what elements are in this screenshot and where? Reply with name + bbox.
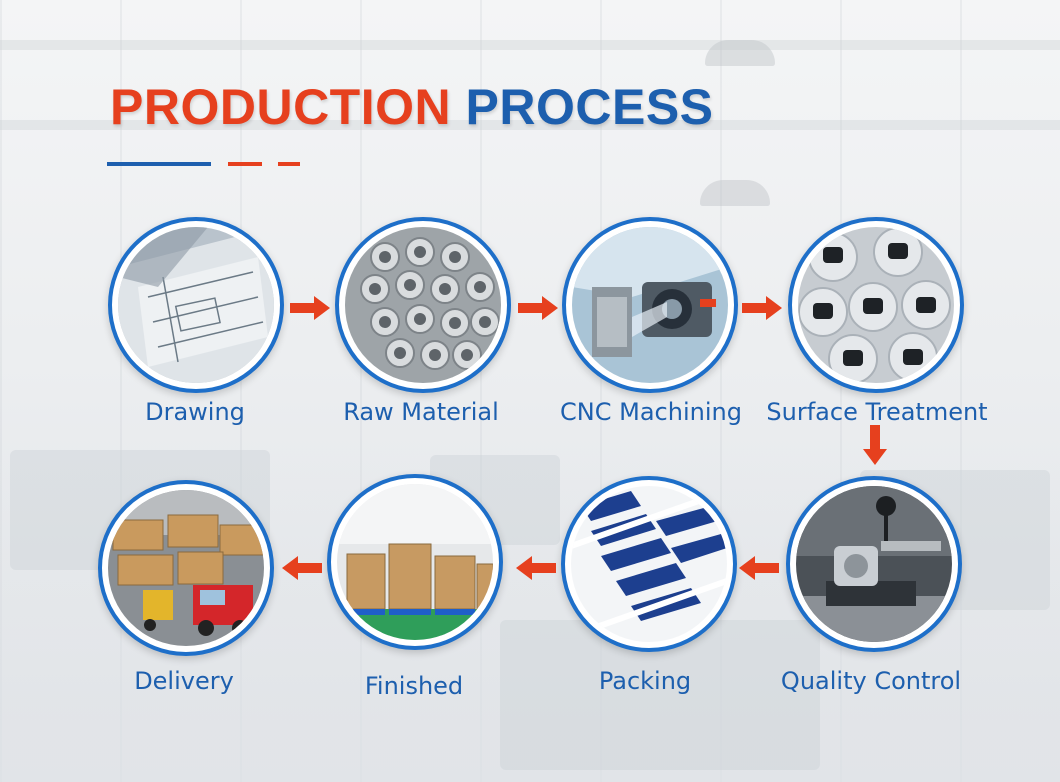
title-word-production: PRODUCTION (110, 79, 452, 135)
arrow-left-icon (739, 556, 779, 580)
packed-parts-photo (561, 476, 737, 652)
step-label-cnc-machining: CNC Machining (560, 398, 742, 426)
blueprint-drawing-photo (108, 217, 284, 393)
step-label-quality-control: Quality Control (780, 667, 962, 695)
warehouse-pallets-photo (327, 474, 503, 650)
arrow-right-icon (290, 296, 330, 320)
step-label-delivery: Delivery (134, 667, 234, 695)
step-label-drawing: Drawing (145, 398, 245, 426)
title-word-process: PROCESS (465, 79, 714, 135)
cnc-machine-photo (562, 217, 738, 393)
step-label-finished: Finished (364, 672, 464, 700)
step-label-surface-treatment: Surface Treatment (766, 398, 988, 426)
arrow-left-icon (282, 556, 322, 580)
page-title: PRODUCTION PROCESS (110, 78, 714, 136)
title-underline-red-short (278, 162, 300, 166)
step-label-raw-material: Raw Material (343, 398, 499, 426)
anodized-parts-photo (788, 217, 964, 393)
arrow-down-icon (863, 425, 887, 465)
title-underline-blue (107, 162, 211, 166)
title-underline-red (228, 162, 262, 166)
arrow-right-icon (742, 296, 782, 320)
step-label-packing: Packing (598, 667, 692, 695)
measuring-machine-photo (786, 476, 962, 652)
truck-loading-photo (98, 480, 274, 656)
arrow-right-icon (518, 296, 558, 320)
arrow-left-icon (516, 556, 556, 580)
aluminum-tubes-photo (335, 217, 511, 393)
